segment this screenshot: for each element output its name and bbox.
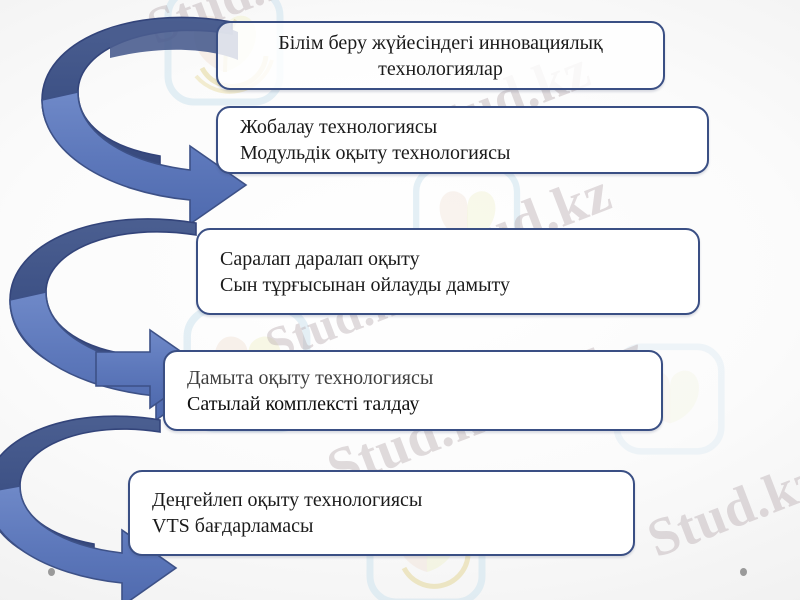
decorative-dot-left <box>48 568 55 576</box>
box-3-line-2: Сын тұрғысынан ойлауды дамыту <box>220 273 510 296</box>
spiral-arrow-3 <box>0 485 178 600</box>
box-3-line-1: Саралап даралап оқыту <box>220 247 420 270</box>
content-box-5[interactable]: Деңгейлеп оқыту технологиясы VTS бағдарл… <box>128 470 635 556</box>
box-2-line-1: Жобалау технологиясы <box>240 116 438 138</box>
box-1-line-1: Білім беру жүйесіндегі инновациялық <box>278 31 603 54</box>
box-1-line-2: технологиялар <box>378 57 503 80</box>
spiral-arrow-1 <box>41 91 248 226</box>
content-box-4[interactable]: Дамыта оқыту технологиясы Сатылай компле… <box>163 350 663 431</box>
content-box-3[interactable]: Саралап даралап оқыту Сын тұрғысынан ойл… <box>196 228 700 315</box>
box-4-line-1: Дамыта оқыту технологиясы <box>187 366 434 389</box>
content-box-2[interactable]: Жобалау технологиясы Модульдік оқыту тех… <box>216 106 709 174</box>
box-5-line-2: VTS бағдарламасы <box>152 515 314 537</box>
content-box-1[interactable]: Білім беру жүйесіндегі инновациялық техн… <box>216 21 665 90</box>
box-2-line-2: Модульдік оқыту технологиясы <box>240 142 511 164</box>
box-4-line-2: Сатылай комплексті талдау <box>187 392 420 415</box>
box-5-line-1: Деңгейлеп оқыту технологиясы <box>152 489 423 511</box>
decorative-dot-right <box>740 568 747 576</box>
